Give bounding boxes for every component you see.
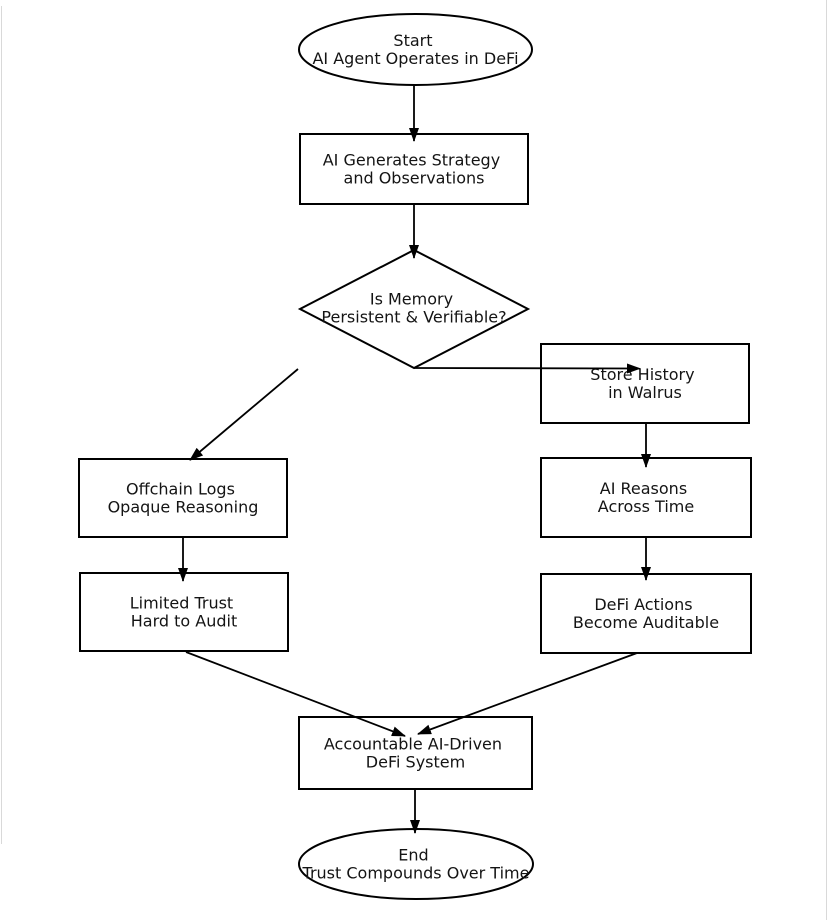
- node-store-shape: [540, 343, 750, 424]
- page-edge-line-left: [1, 6, 2, 844]
- node-store: Store History in Walrus: [540, 343, 750, 424]
- node-limited: Limited Trust Hard to Audit: [79, 572, 289, 652]
- edge-limited-accountable: [185, 651, 406, 737]
- node-accountable: Accountable AI-Driven DeFi System: [298, 716, 533, 790]
- node-generate-label: AI Generates Strategy and Observations: [323, 151, 506, 188]
- edge-decision-store: [413, 363, 641, 374]
- node-actions-label: DeFi Actions Become Auditable: [573, 595, 719, 632]
- node-accountable-label: Accountable AI-Driven DeFi System: [324, 735, 507, 772]
- node-offchain: Offchain Logs Opaque Reasoning: [78, 458, 288, 538]
- edges: [178, 85, 651, 834]
- node-start-shape: [298, 13, 533, 86]
- node-decision: Is Memory Persistent & Verifiable?: [297, 248, 531, 370]
- edge-actions-accountable: [417, 652, 638, 735]
- node-start-label: Start AI Agent Operates in DeFi: [312, 31, 518, 68]
- node-limited-label: Limited Trust Hard to Audit: [130, 594, 239, 631]
- node-store-label: Store History in Walrus: [590, 365, 699, 402]
- node-reasons: AI Reasons Across Time: [540, 457, 752, 538]
- node-offchain-shape: [78, 458, 288, 538]
- node-decision-label: Is Memory Persistent & Verifiable?: [321, 290, 506, 327]
- page-edge-line-right: [826, 0, 827, 920]
- node-start: Start AI Agent Operates in DeFi: [298, 13, 533, 86]
- node-reasons-label: AI Reasons Across Time: [598, 479, 694, 516]
- node-reasons-shape: [540, 457, 752, 538]
- node-end: End Trust Compounds Over Time: [298, 828, 534, 900]
- edge-decision-offchain: [189, 368, 299, 461]
- node-end-label: End Trust Compounds Over Time: [302, 846, 530, 883]
- node-offchain-label: Offchain Logs Opaque Reasoning: [108, 480, 259, 517]
- node-actions-shape: [540, 573, 752, 654]
- node-generate: AI Generates Strategy and Observations: [299, 133, 529, 205]
- node-limited-shape: [79, 572, 289, 652]
- node-actions: DeFi Actions Become Auditable: [540, 573, 752, 654]
